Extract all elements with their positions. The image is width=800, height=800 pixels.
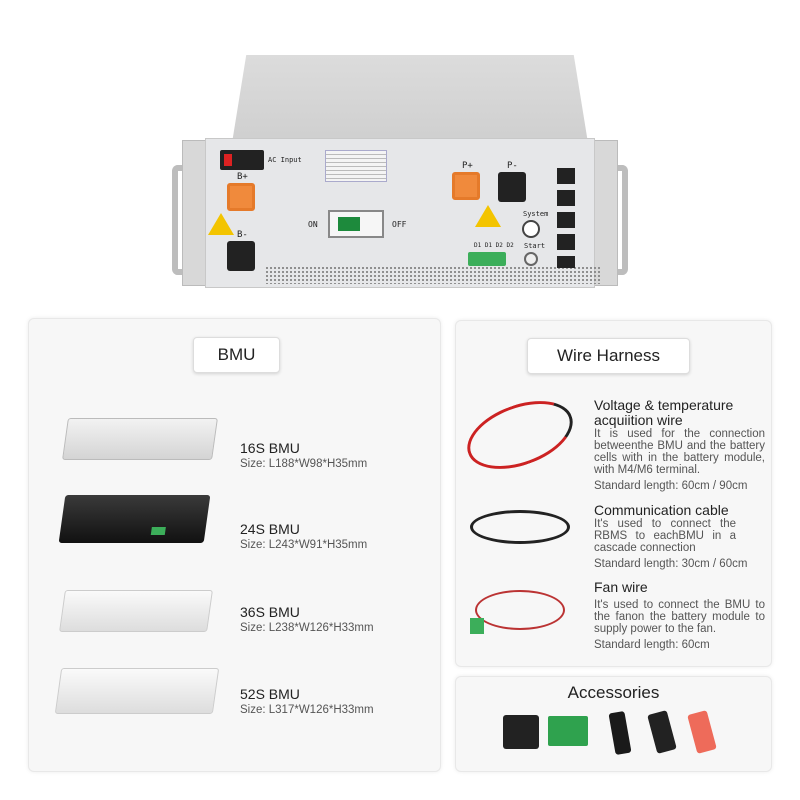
warning-icon xyxy=(208,213,234,235)
device-top xyxy=(232,55,588,143)
system-button[interactable] xyxy=(522,220,540,238)
p-minus-label: P- xyxy=(507,161,518,171)
spec-label xyxy=(325,150,387,182)
b-plus-terminal xyxy=(227,183,255,211)
wire-title: Voltage & temperature acquiition wire xyxy=(594,397,734,428)
system-label: System xyxy=(523,210,549,218)
bmu-item: 52S BMU Size: L317*W126*H33mm xyxy=(240,686,374,716)
wire-description: It's used to connect the RBMS to eachBMU… xyxy=(594,518,736,554)
bmu-name: 52S BMU xyxy=(240,686,300,702)
p-minus-terminal xyxy=(498,172,526,202)
b-plus-label: B+ xyxy=(237,172,248,182)
bmu-size: Size: L238*W126*H33mm xyxy=(240,622,374,634)
bmu-name: 16S BMU xyxy=(240,440,300,456)
on-label: ON xyxy=(308,220,318,229)
bmu-name: 36S BMU xyxy=(240,604,300,620)
bmu-16s-image xyxy=(62,418,218,460)
wire-item: Fan wire It's used to connect the BMU to… xyxy=(594,579,765,652)
start-button[interactable] xyxy=(524,252,538,266)
bmu-item: 36S BMU Size: L238*W126*H33mm xyxy=(240,604,374,634)
bmu-item: 24S BMU Size: L243*W91*H35mm xyxy=(240,521,367,551)
vent-grille xyxy=(265,266,600,284)
right-rack-ear xyxy=(594,140,618,286)
bmu-name: 24S BMU xyxy=(240,521,300,537)
accessory-connector-black xyxy=(503,715,539,749)
bmu-size: Size: L243*W91*H35mm xyxy=(240,539,368,551)
ac-input-label: AC Input xyxy=(268,156,302,164)
battery-management-unit-photo: AC Input B+ B- ON OFF P+ P- System Start… xyxy=(0,0,800,300)
bmu-size: Size: L317*W126*H33mm xyxy=(240,704,374,716)
fan-wire-image xyxy=(475,590,565,630)
fan-connector-image xyxy=(470,618,484,634)
off-label: OFF xyxy=(392,220,407,229)
wire-item: Communication cable It's used to connect… xyxy=(594,502,765,571)
bmu-24s-image xyxy=(58,495,211,543)
start-label: Start xyxy=(524,242,546,250)
bmu-item: 16S BMU Size: L188*W98*H35mm xyxy=(240,440,367,470)
p-plus-label: P+ xyxy=(462,161,473,171)
dio-label: D1 D1 D2 D2 xyxy=(474,242,514,249)
wire-description: It's used to connect the BMU to the fano… xyxy=(594,599,765,635)
wire-title: Fan wire xyxy=(594,579,648,595)
bmu-size: Size: L188*W98*H35mm xyxy=(240,458,368,470)
accessory-terminal-green xyxy=(548,716,588,746)
left-rack-ear xyxy=(182,140,206,286)
wire-description: It is used for the connection betweenthe… xyxy=(594,428,765,476)
b-minus-label: B- xyxy=(237,230,248,240)
dio-connector xyxy=(468,252,506,266)
p-plus-terminal xyxy=(452,172,480,200)
wire-item: Voltage & temperature acquiition wire It… xyxy=(594,397,765,493)
communication-cable-image xyxy=(470,510,570,544)
wire-title: Communication cable xyxy=(594,502,729,518)
bmu-title: BMU xyxy=(193,337,280,373)
accessories-title: Accessories xyxy=(567,683,660,702)
wire-harness-title: Wire Harness xyxy=(527,338,690,374)
bmu-36s-image xyxy=(59,590,213,632)
ac-input-socket xyxy=(220,150,264,170)
wire-length: Standard length: 30cm / 60cm xyxy=(594,558,748,570)
bmu-52s-image xyxy=(54,668,220,714)
breaker-switch[interactable] xyxy=(328,210,384,238)
b-minus-terminal xyxy=(227,241,255,271)
wire-length: Standard length: 60cm xyxy=(594,639,710,651)
warning-icon xyxy=(475,205,501,227)
comm-ports xyxy=(557,168,575,268)
wire-length: Standard length: 60cm / 90cm xyxy=(594,480,748,492)
